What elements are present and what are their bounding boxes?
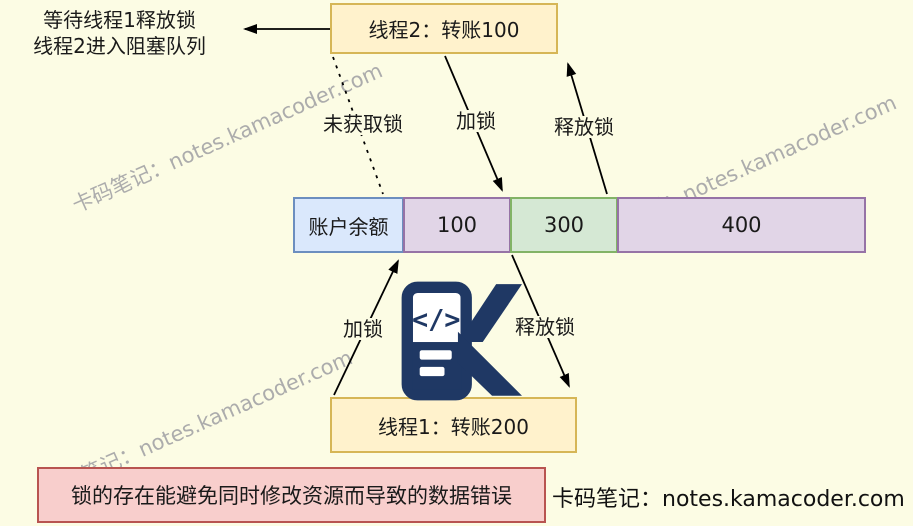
footer-site-text: 卡码笔记：notes.kamacoder.com bbox=[552, 487, 905, 512]
kamacoder-logo-icon: </> bbox=[401, 281, 522, 401]
balance-cell-400: 400 bbox=[617, 197, 866, 253]
label-thread1-unlock: 释放锁 bbox=[513, 315, 577, 339]
blocked-queue-note: 等待线程1释放锁 线程2进入阻塞队列 bbox=[12, 7, 227, 59]
label-not-acquired-lock: 未获取锁 bbox=[321, 112, 405, 136]
thread1-box: 线程1：转账200 bbox=[330, 397, 577, 453]
conclusion-box: 锁的存在能避免同时修改资源而导致的数据错误 bbox=[37, 467, 546, 523]
label-thread1-lock: 加锁 bbox=[341, 317, 385, 341]
blocked-queue-note-line2: 线程2进入阻塞队列 bbox=[33, 34, 206, 58]
balance-header-cell: 账户余额 bbox=[293, 197, 404, 253]
svg-text:</>: </> bbox=[412, 305, 461, 336]
label-thread2-lock: 加锁 bbox=[454, 109, 498, 133]
blocked-queue-note-line1: 等待线程1释放锁 bbox=[43, 8, 196, 32]
thread2-box: 线程2：转账100 bbox=[330, 3, 558, 54]
label-thread2-unlock: 释放锁 bbox=[552, 115, 616, 139]
balance-cell-100: 100 bbox=[403, 197, 511, 253]
balance-cell-300: 300 bbox=[510, 197, 618, 253]
